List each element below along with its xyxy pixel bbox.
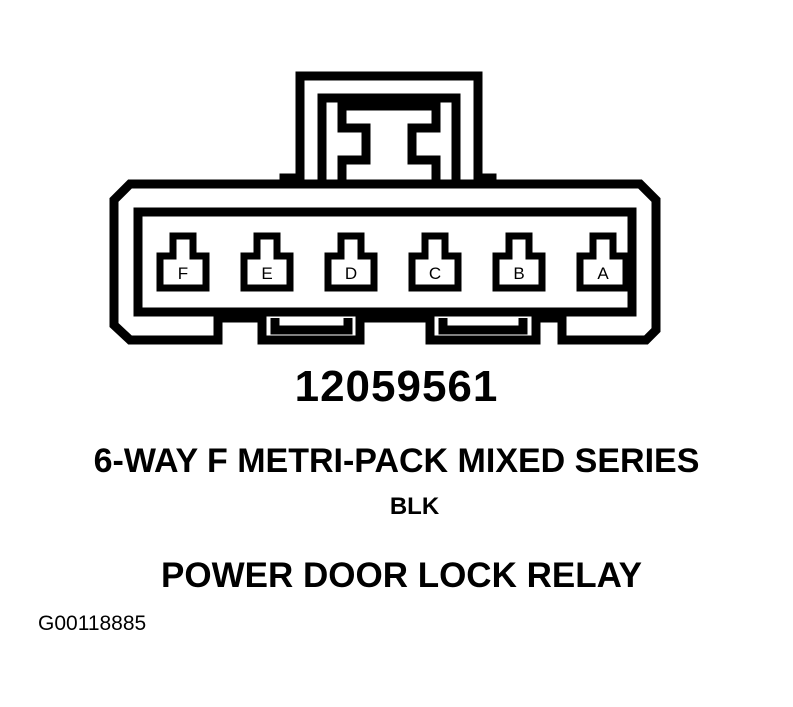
- pin-label-b: B: [513, 264, 524, 283]
- connector-description: 6-WAY F METRI-PACK MIXED SERIES: [93, 442, 700, 480]
- pin-terminals: [156, 232, 630, 292]
- pin-cavity-f: [156, 232, 210, 292]
- pin-label-e: E: [261, 264, 272, 283]
- diagram-title: POWER DOOR LOCK RELAY: [161, 556, 642, 595]
- connector-housing: [109, 179, 661, 345]
- pin-cavity-d: [324, 232, 378, 292]
- connector-color: BLK: [389, 493, 440, 520]
- pin-cavity-a: [576, 232, 630, 292]
- pin-label-c: C: [429, 264, 441, 283]
- key-right: [438, 318, 528, 335]
- key-left: [270, 318, 353, 335]
- pin-label-d: D: [345, 264, 357, 283]
- latch-tab: [337, 101, 441, 184]
- part-number: 12059561: [294, 362, 499, 411]
- figure-id: G00118885: [38, 612, 147, 635]
- pin-cavity-c: [408, 232, 462, 292]
- pin-label-f: F: [178, 264, 188, 283]
- latch-inner-frame: [317, 93, 461, 184]
- pin-cavity-e: [240, 232, 294, 292]
- connector-cavity: [133, 207, 637, 317]
- connector-latch: [295, 71, 483, 184]
- pin-label-a: A: [597, 264, 609, 283]
- pin-cavity-b: [492, 232, 546, 292]
